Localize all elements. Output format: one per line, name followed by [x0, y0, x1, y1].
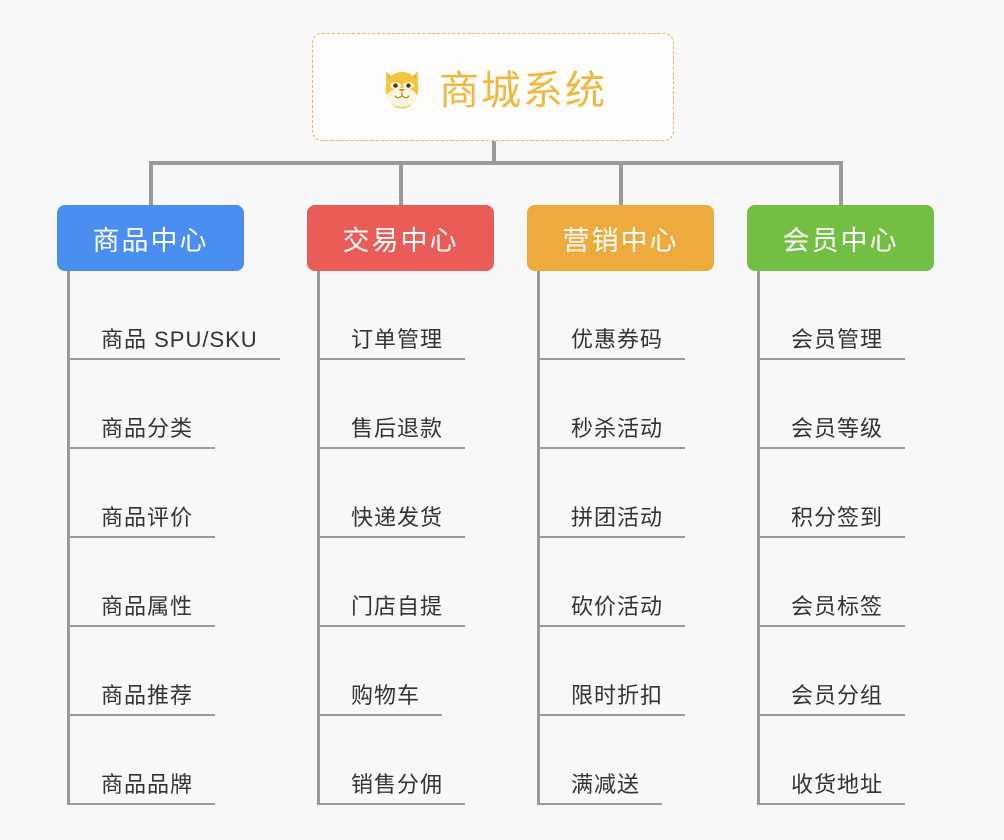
list-item-label: 砍价活动: [571, 593, 664, 619]
category-item-list: 优惠券码秒杀活动拼团活动砍价活动限时折扣满减送: [537, 271, 686, 805]
list-item[interactable]: 商品评价: [67, 449, 216, 538]
list-item-label: 拼团活动: [571, 504, 664, 530]
list-item[interactable]: 会员管理: [757, 271, 906, 360]
list-item-label: 满减送: [571, 771, 641, 797]
list-item-label: 商品推荐: [101, 682, 194, 708]
category-header-label: 会员中心: [782, 225, 899, 256]
list-item[interactable]: 砍价活动: [537, 538, 686, 627]
list-item-label: 销售分佣: [351, 771, 444, 797]
category-column: 营销中心优惠券码秒杀活动拼团活动砍价活动限时折扣满减送: [527, 205, 714, 805]
category-header-label: 营销中心: [562, 225, 679, 256]
connector-bar: [149, 161, 839, 165]
column-spine: [67, 271, 70, 805]
shiba-dog-face-icon: [379, 64, 425, 110]
column-spine: [317, 271, 320, 805]
list-item-label: 订单管理: [351, 326, 444, 352]
connector-drop-3: [839, 161, 843, 207]
category-item-list: 订单管理售后退款快递发货门店自提购物车销售分佣: [317, 271, 466, 805]
list-item-label: 门店自提: [351, 593, 444, 619]
list-item-label: 商品属性: [101, 593, 194, 619]
column-spine: [537, 271, 540, 805]
list-item[interactable]: 会员标签: [757, 538, 906, 627]
list-item-label: 收货地址: [791, 771, 884, 797]
list-item-label: 会员等级: [791, 415, 884, 441]
root-node[interactable]: 商城系统: [312, 33, 674, 141]
column-spine: [757, 271, 760, 805]
list-item[interactable]: 满减送: [537, 716, 663, 805]
list-item-label: 购物车: [351, 682, 421, 708]
list-item[interactable]: 收货地址: [757, 716, 906, 805]
category-header[interactable]: 营销中心: [527, 205, 714, 271]
list-item[interactable]: 门店自提: [317, 538, 466, 627]
root-title: 商城系统: [439, 69, 607, 113]
list-item-label: 优惠券码: [571, 326, 664, 352]
list-item-label: 会员管理: [791, 326, 884, 352]
list-item-label: 限时折扣: [571, 682, 664, 708]
list-item-label: 秒杀活动: [571, 415, 664, 441]
list-item[interactable]: 销售分佣: [317, 716, 466, 805]
list-item-label: 积分签到: [791, 504, 884, 530]
category-column: 会员中心会员管理会员等级积分签到会员标签会员分组收货地址: [747, 205, 934, 805]
list-item-label: 商品分类: [101, 415, 194, 441]
list-item[interactable]: 会员分组: [757, 627, 906, 716]
list-item-label: 商品品牌: [101, 771, 194, 797]
list-item[interactable]: 商品分类: [67, 360, 216, 449]
connector-drop-2: [619, 161, 623, 207]
connector-drop-0: [149, 161, 153, 207]
list-item-label: 售后退款: [351, 415, 444, 441]
list-item[interactable]: 会员等级: [757, 360, 906, 449]
category-item-list: 商品 SPU/SKU 商品分类商品评价商品属性商品推荐商品品牌: [67, 271, 280, 805]
list-item[interactable]: 限时折扣: [537, 627, 686, 716]
list-item[interactable]: 商品 SPU/SKU: [67, 271, 280, 360]
category-header[interactable]: 交易中心: [307, 205, 494, 271]
connector-drop-1: [399, 161, 403, 207]
list-item[interactable]: 积分签到: [757, 449, 906, 538]
category-header[interactable]: 商品中心: [57, 205, 244, 271]
list-item[interactable]: 商品属性: [67, 538, 216, 627]
list-item-label: 商品 SPU/SKU: [101, 326, 258, 352]
list-item-label: 会员分组: [791, 682, 884, 708]
list-item[interactable]: 快递发货: [317, 449, 466, 538]
list-item-label: 会员标签: [791, 593, 884, 619]
list-item[interactable]: 购物车: [317, 627, 443, 716]
list-item[interactable]: 商品品牌: [67, 716, 216, 805]
list-item-label: 商品评价: [101, 504, 194, 530]
list-item[interactable]: 秒杀活动: [537, 360, 686, 449]
category-column: 商品中心商品 SPU/SKU 商品分类商品评价商品属性商品推荐商品品牌: [57, 205, 280, 805]
category-item-list: 会员管理会员等级积分签到会员标签会员分组收货地址: [757, 271, 906, 805]
category-column: 交易中心订单管理售后退款快递发货门店自提购物车销售分佣: [307, 205, 494, 805]
category-header-label: 交易中心: [342, 225, 459, 256]
list-item[interactable]: 售后退款: [317, 360, 466, 449]
list-item[interactable]: 优惠券码: [537, 271, 686, 360]
category-header-label: 商品中心: [92, 225, 209, 256]
list-item[interactable]: 商品推荐: [67, 627, 216, 716]
list-item-label: 快递发货: [351, 504, 444, 530]
connector-stub: [492, 141, 496, 164]
list-item[interactable]: 订单管理: [317, 271, 466, 360]
list-item[interactable]: 拼团活动: [537, 449, 686, 538]
category-header[interactable]: 会员中心: [747, 205, 934, 271]
